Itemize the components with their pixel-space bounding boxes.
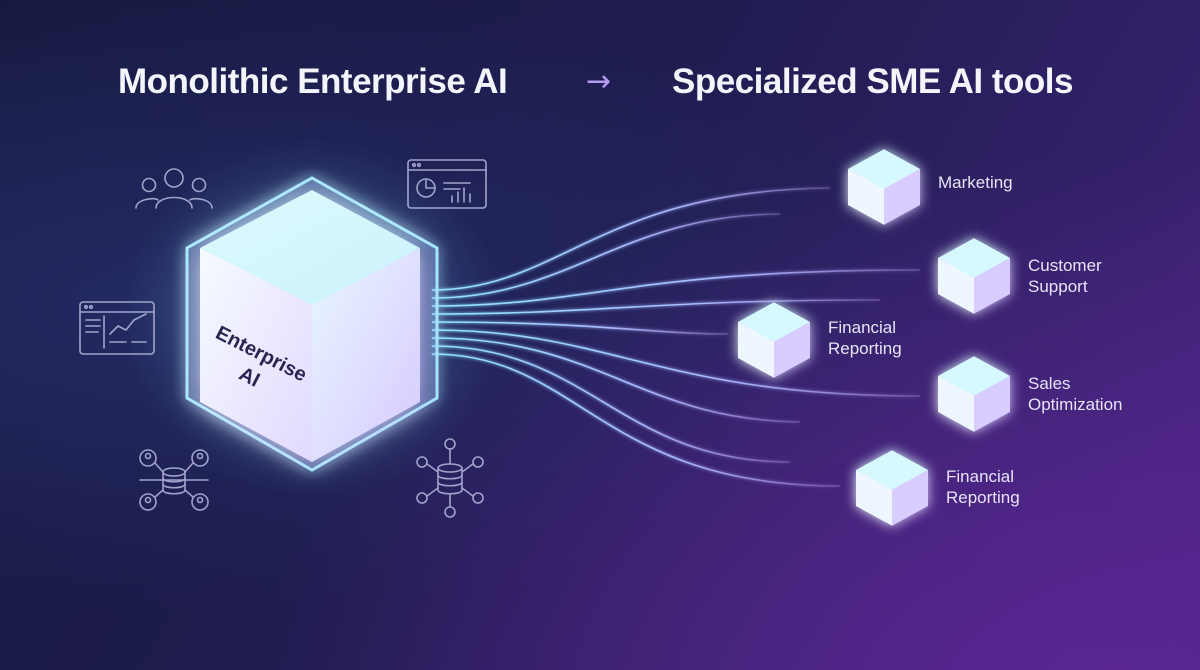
- tool-cube-right: [884, 169, 920, 225]
- tool-cube-sales-optimization: [938, 356, 1010, 432]
- core-cube-left: [200, 248, 312, 462]
- tool-cube-right: [974, 376, 1010, 432]
- users-group-icon: [135, 168, 213, 209]
- enterprise-ai-core: Enterprise AI: [122, 138, 502, 498]
- tool-label-line: Reporting: [946, 488, 1020, 507]
- tool-label-financial-reporting: Financial Reporting: [828, 317, 902, 359]
- tool-cube-left: [938, 258, 974, 314]
- tool-label-line: Financial: [828, 318, 897, 337]
- tool-cube-right: [774, 322, 810, 378]
- tool-cube-left: [856, 470, 892, 526]
- database-network-icon: [416, 438, 484, 518]
- core-cube-right: [312, 248, 420, 462]
- heading-from: Monolithic Enterprise AI: [118, 62, 508, 101]
- tool-cube-financial-reporting: [738, 302, 810, 378]
- tool-cube-top: [848, 149, 920, 189]
- database-users-icon: [139, 449, 209, 511]
- tool-label-line: Support: [1028, 277, 1088, 296]
- tool-label-line: Customer: [1028, 256, 1102, 275]
- tool-label-line: Reporting: [828, 339, 902, 358]
- core-cube-top: [200, 190, 420, 305]
- tool-label-line: Sales: [1028, 374, 1071, 393]
- tool-label-sales-optimization: Sales Optimization: [1028, 373, 1122, 415]
- tool-cube-left: [738, 322, 774, 378]
- tool-cube-financial-reporting-2: [856, 450, 928, 526]
- heading: Monolithic Enterprise AI → Specialized S…: [0, 62, 1200, 106]
- tool-cube-customer-support: [938, 238, 1010, 314]
- tool-label-financial-reporting-2: Financial Reporting: [946, 466, 1020, 508]
- tool-label-line: Financial: [946, 467, 1015, 486]
- tool-cube-left: [938, 376, 974, 432]
- analytics-window-icon: [79, 301, 155, 355]
- tool-label-line: Optimization: [1028, 395, 1123, 414]
- tool-cube-right: [892, 470, 928, 526]
- tool-label-line: Marketing: [938, 173, 1013, 192]
- dashboard-chart-icon: [407, 159, 487, 209]
- tool-cube-marketing: [848, 149, 920, 225]
- heading-to: Specialized SME AI tools: [672, 62, 1073, 101]
- tool-label-marketing: Marketing: [938, 172, 1013, 193]
- arrow-right-icon: →: [586, 64, 612, 99]
- tool-label-customer-support: Customer Support: [1028, 255, 1102, 297]
- tool-cube-left: [848, 169, 884, 225]
- tool-cube-right: [974, 258, 1010, 314]
